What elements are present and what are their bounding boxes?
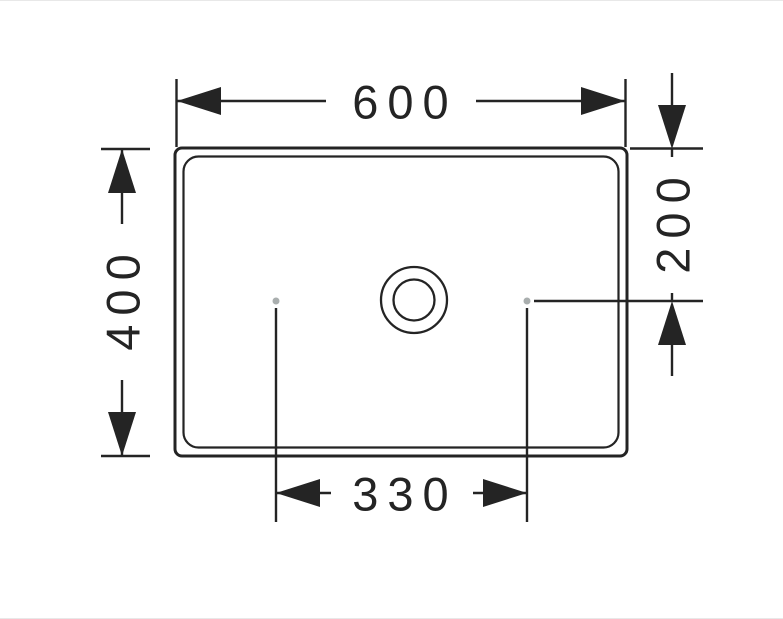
tap-hole-marker-right xyxy=(523,297,531,305)
arrow-left-icon xyxy=(177,87,221,115)
dimension-tap-offset-200: 200 xyxy=(534,73,703,376)
label-background xyxy=(646,157,698,293)
arrow-down-icon xyxy=(658,105,686,149)
arrow-right-icon xyxy=(581,87,625,115)
dimension-label-tap-spacing: 330 xyxy=(352,468,457,521)
label-background xyxy=(331,468,473,518)
tap-hole-marker-left xyxy=(272,297,280,305)
dimension-width-600: 600 xyxy=(175,76,627,147)
label-background xyxy=(326,76,476,126)
dimension-depth-400: 400 xyxy=(96,147,150,458)
arrow-right-icon xyxy=(483,479,527,507)
drain-outer-circle xyxy=(379,265,449,335)
arrow-left-icon xyxy=(276,479,320,507)
drain-inner-circle xyxy=(392,278,436,322)
arrow-up-icon xyxy=(658,301,686,345)
arrow-down-icon xyxy=(108,412,136,456)
dimension-label-depth: 400 xyxy=(97,245,150,350)
dimension-tap-spacing-330: 330 xyxy=(274,308,529,522)
label-background xyxy=(96,224,148,380)
dimension-label-width: 600 xyxy=(352,76,457,129)
arrow-up-icon xyxy=(108,149,136,193)
dimension-label-tap-offset: 200 xyxy=(647,168,700,273)
